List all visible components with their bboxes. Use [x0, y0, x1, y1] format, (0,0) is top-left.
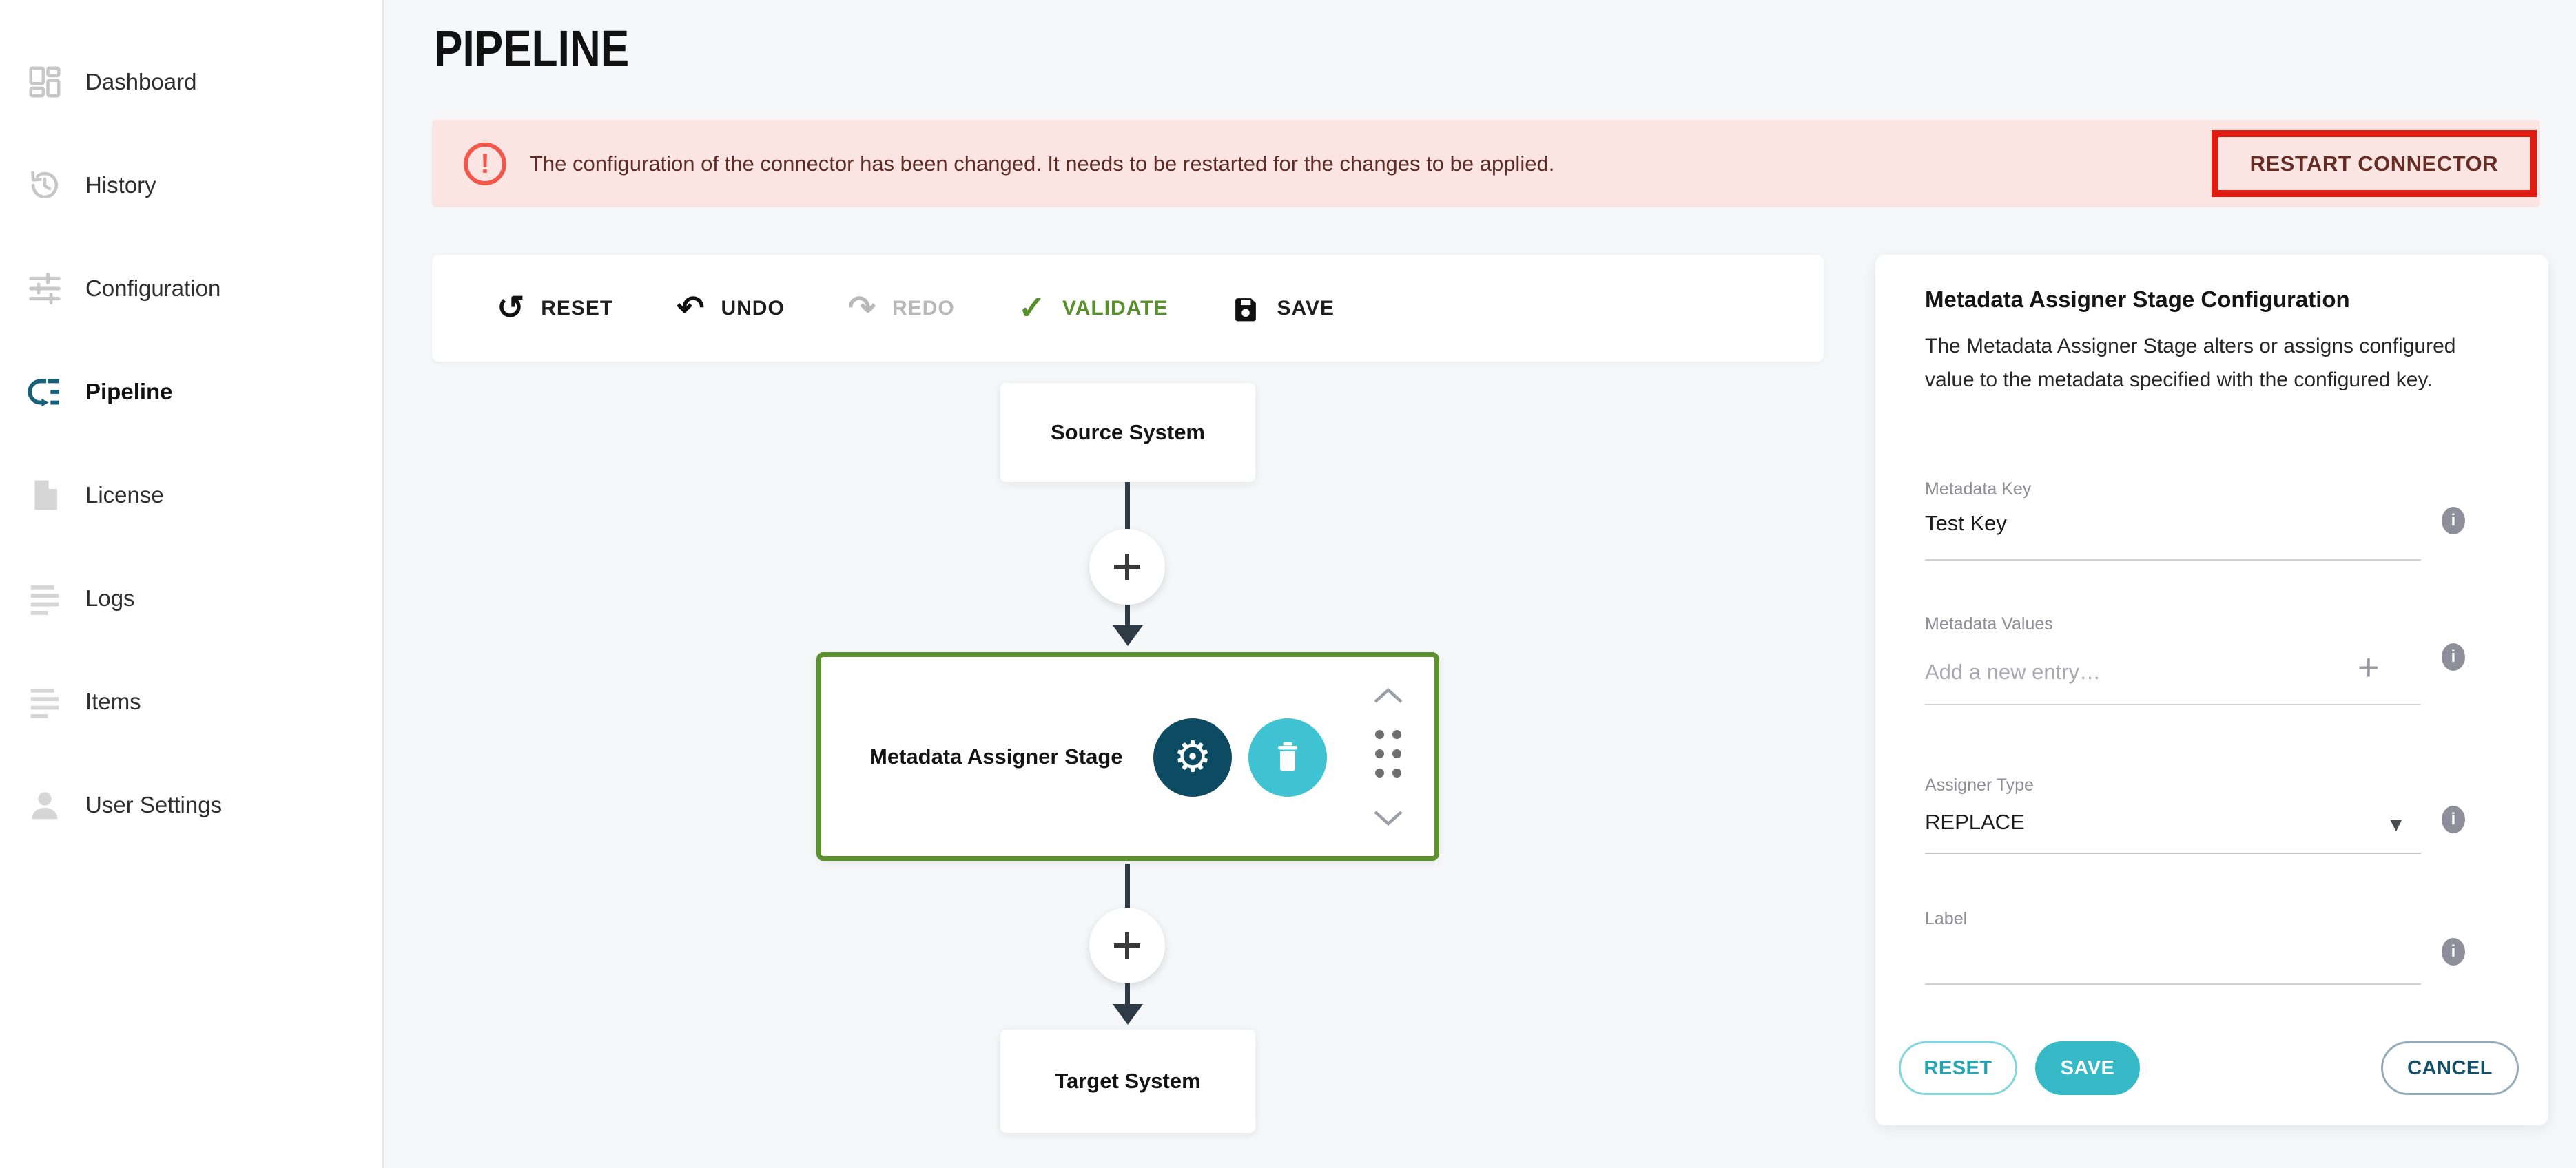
sidebar-item-configuration[interactable]: Configuration [0, 237, 382, 340]
sidebar-item-label: Pipeline [85, 379, 173, 404]
sidebar-item-license[interactable]: License [0, 444, 382, 547]
sidebar-item-label: Configuration [85, 275, 221, 301]
connector-arrow [1113, 625, 1143, 646]
info-icon[interactable]: i [2442, 938, 2465, 966]
sidebar-item-label: Dashboard [85, 69, 197, 94]
stage-label: Metadata Assigner Stage [869, 744, 1123, 769]
plus-icon [1114, 932, 1140, 959]
panel-title: Metadata Assigner Stage Configuration [1925, 286, 2350, 312]
panel-reset-button[interactable]: RESET [1899, 1041, 2017, 1095]
drag-handle[interactable] [1375, 730, 1401, 786]
license-icon [26, 477, 63, 514]
configuration-icon [26, 270, 63, 307]
input-underline [1925, 704, 2421, 705]
delete-stage-button[interactable] [1248, 718, 1327, 797]
reset-button[interactable]: ↺ RESET [497, 289, 614, 326]
sidebar-item-label: Items [85, 689, 141, 714]
add-entry-icon[interactable]: + [2358, 647, 2380, 688]
info-icon[interactable]: i [2442, 507, 2465, 534]
history-icon [26, 167, 63, 204]
items-icon [26, 683, 63, 720]
input-underline [1925, 983, 2421, 985]
reset-icon: ↺ [497, 289, 525, 326]
sidebar: Dashboard History Configuration [0, 0, 384, 1168]
pipeline-toolbar: ↺ RESET ↶ UNDO ↷ REDO ✓ VALIDATE SAVE [432, 255, 1824, 362]
validate-button[interactable]: ✓ VALIDATE [1018, 289, 1168, 326]
save-button[interactable]: SAVE [1231, 294, 1334, 323]
alert-icon: ! [464, 142, 506, 185]
stage-configuration-panel: Metadata Assigner Stage Configuration Th… [1875, 255, 2548, 1125]
page-title: PIPELINE [434, 20, 630, 77]
target-system-label: Target System [1055, 1069, 1201, 1093]
redo-icon: ↷ [847, 289, 876, 326]
sidebar-item-history[interactable]: History [0, 134, 382, 237]
connector-arrow [1113, 1004, 1143, 1025]
undo-icon: ↶ [677, 289, 705, 326]
move-stage-down-button[interactable] [1372, 809, 1404, 828]
metadata-key-label: Metadata Key [1925, 479, 2032, 499]
alert-glyph: ! [480, 148, 490, 179]
input-underline [1925, 559, 2421, 561]
floppy-icon [1231, 294, 1260, 323]
restart-connector-button[interactable]: RESTART CONNECTOR [2211, 130, 2537, 197]
target-system-node[interactable]: Target System [1000, 1030, 1255, 1133]
add-stage-button[interactable] [1089, 529, 1165, 605]
source-system-label: Source System [1051, 420, 1205, 444]
panel-cancel-button[interactable]: CANCEL [2381, 1041, 2519, 1095]
move-stage-up-button[interactable] [1372, 686, 1404, 705]
label-field-label: Label [1925, 909, 1968, 928]
plus-icon [1114, 554, 1140, 580]
metadata-values-label: Metadata Values [1925, 614, 2053, 634]
sidebar-item-label: User Settings [85, 792, 223, 817]
sidebar-item-logs[interactable]: Logs [0, 547, 382, 650]
metadata-assigner-stage-node[interactable]: Metadata Assigner Stage ⚙ [816, 652, 1439, 861]
sidebar-item-label: Logs [85, 585, 135, 611]
configure-stage-button[interactable]: ⚙ [1153, 718, 1232, 797]
gear-icon: ⚙ [1173, 733, 1212, 781]
chevron-down-icon[interactable]: ▼ [2387, 814, 2406, 835]
user-icon [26, 786, 63, 824]
sidebar-item-label: History [85, 172, 156, 198]
source-system-node[interactable]: Source System [1000, 383, 1255, 482]
panel-description: The Metadata Assigner Stage alters or as… [1925, 335, 2456, 391]
redo-button[interactable]: ↷ REDO [847, 289, 955, 326]
check-icon: ✓ [1018, 289, 1046, 326]
metadata-values-input[interactable]: Add a new entry… [1925, 660, 2101, 684]
restart-warning-banner: ! The configuration of the connector has… [432, 120, 2540, 207]
sidebar-item-label: License [85, 482, 164, 508]
logs-icon [26, 580, 63, 617]
pipeline-icon [26, 373, 63, 410]
assigner-type-label: Assigner Type [1925, 775, 2034, 795]
banner-message: The configuration of the connector has b… [530, 151, 1555, 176]
sidebar-item-pipeline[interactable]: Pipeline [0, 340, 382, 444]
add-stage-button[interactable] [1089, 908, 1165, 983]
sidebar-item-dashboard[interactable]: Dashboard [0, 30, 382, 134]
assigner-type-select[interactable]: REPLACE [1925, 810, 2025, 834]
sidebar-item-items[interactable]: Items [0, 650, 382, 753]
panel-save-button[interactable]: SAVE [2035, 1041, 2140, 1095]
restart-connector-label: RESTART CONNECTOR [2249, 151, 2498, 176]
undo-button[interactable]: ↶ UNDO [677, 289, 785, 326]
dashboard-icon [26, 63, 63, 101]
input-underline [1925, 853, 2421, 854]
info-icon[interactable]: i [2442, 806, 2465, 833]
metadata-key-input[interactable]: Test Key [1925, 511, 2007, 535]
trash-icon [1278, 742, 1297, 771]
info-icon[interactable]: i [2442, 643, 2465, 671]
sidebar-item-user-settings[interactable]: User Settings [0, 753, 382, 857]
